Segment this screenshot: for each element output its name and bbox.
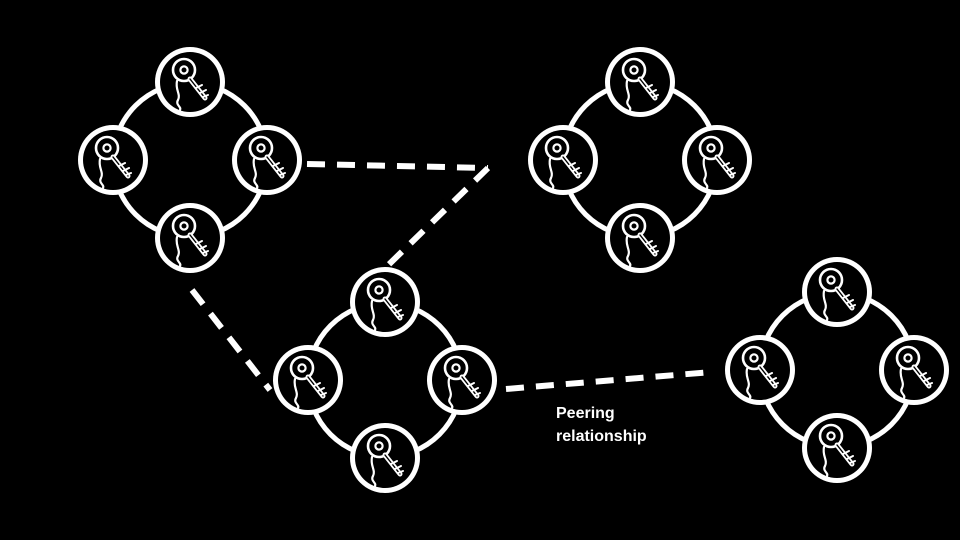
peering-link-top xyxy=(306,161,489,171)
key-node xyxy=(528,125,598,195)
cluster-top-right xyxy=(528,47,752,273)
peering-link-diagonal xyxy=(375,165,491,278)
key-node xyxy=(155,47,225,117)
key-node xyxy=(802,257,872,327)
cluster-top-left xyxy=(78,47,302,273)
peering-links xyxy=(189,161,713,392)
key-node xyxy=(350,267,420,337)
key-node xyxy=(802,413,872,483)
cluster-bottom-right xyxy=(725,257,949,483)
key-node xyxy=(232,125,302,195)
cluster-bottom-center xyxy=(273,267,497,493)
peering-label-2: relationship xyxy=(556,428,647,445)
peering-label-line1: Peering xyxy=(556,405,615,422)
key-node xyxy=(605,47,675,117)
key-node xyxy=(273,345,343,415)
peering-label: Peering xyxy=(556,405,615,422)
peering-link-bottom xyxy=(505,369,713,392)
key-node xyxy=(350,423,420,493)
clusters xyxy=(78,47,949,493)
key-node xyxy=(427,345,497,415)
key-node xyxy=(605,203,675,273)
key-node xyxy=(725,335,795,405)
peering-label-line2: relationship xyxy=(556,428,647,445)
key-node xyxy=(155,203,225,273)
key-node xyxy=(682,125,752,195)
key-node xyxy=(879,335,949,405)
key-node xyxy=(78,125,148,195)
peering-link-left xyxy=(189,288,273,392)
